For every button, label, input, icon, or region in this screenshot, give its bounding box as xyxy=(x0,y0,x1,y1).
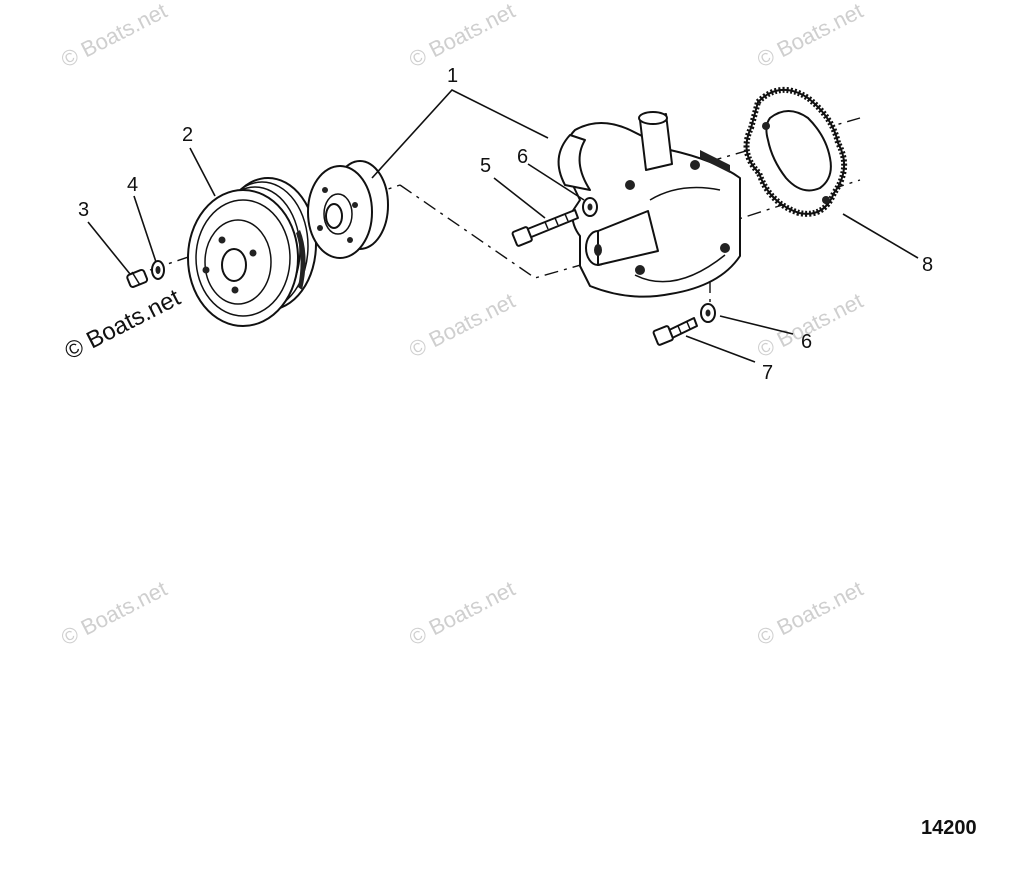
washer-lower xyxy=(700,303,716,323)
callout-6-upper: 6 xyxy=(517,146,528,168)
watermark: © Boats.net xyxy=(57,0,171,72)
pulley-hub xyxy=(307,160,389,259)
callout-6-lower: 6 xyxy=(801,331,812,353)
pulley xyxy=(187,177,317,327)
watermark-dark: © Boats.net xyxy=(60,284,185,365)
gasket xyxy=(743,87,847,217)
watermarks: © Boats.net © Boats.net © Boats.net © Bo… xyxy=(57,0,867,650)
callout-3: 3 xyxy=(78,199,89,221)
callout-5: 5 xyxy=(480,155,491,177)
long-bolt xyxy=(511,209,579,247)
lock-washer xyxy=(151,260,165,280)
watermark: © Boats.net xyxy=(405,0,519,72)
watermark: © Boats.net xyxy=(57,576,171,651)
water-pump xyxy=(557,111,741,298)
short-bolt xyxy=(652,317,698,346)
washer-upper xyxy=(582,197,598,217)
callout-numbers: 1 2 3 4 5 6 6 7 8 xyxy=(78,65,933,384)
callout-8: 8 xyxy=(922,254,933,276)
callout-7: 7 xyxy=(762,362,773,384)
pulley-bolt xyxy=(126,268,149,288)
leader-lines xyxy=(87,89,919,363)
watermark: © Boats.net xyxy=(405,288,519,363)
callout-2: 2 xyxy=(182,124,193,146)
watermark: © Boats.net xyxy=(405,576,519,651)
callout-4: 4 xyxy=(127,174,138,196)
reference-number: 14200 xyxy=(921,817,977,839)
watermark: © Boats.net xyxy=(753,0,867,72)
callout-1: 1 xyxy=(447,65,458,87)
watermark: © Boats.net xyxy=(753,576,867,651)
